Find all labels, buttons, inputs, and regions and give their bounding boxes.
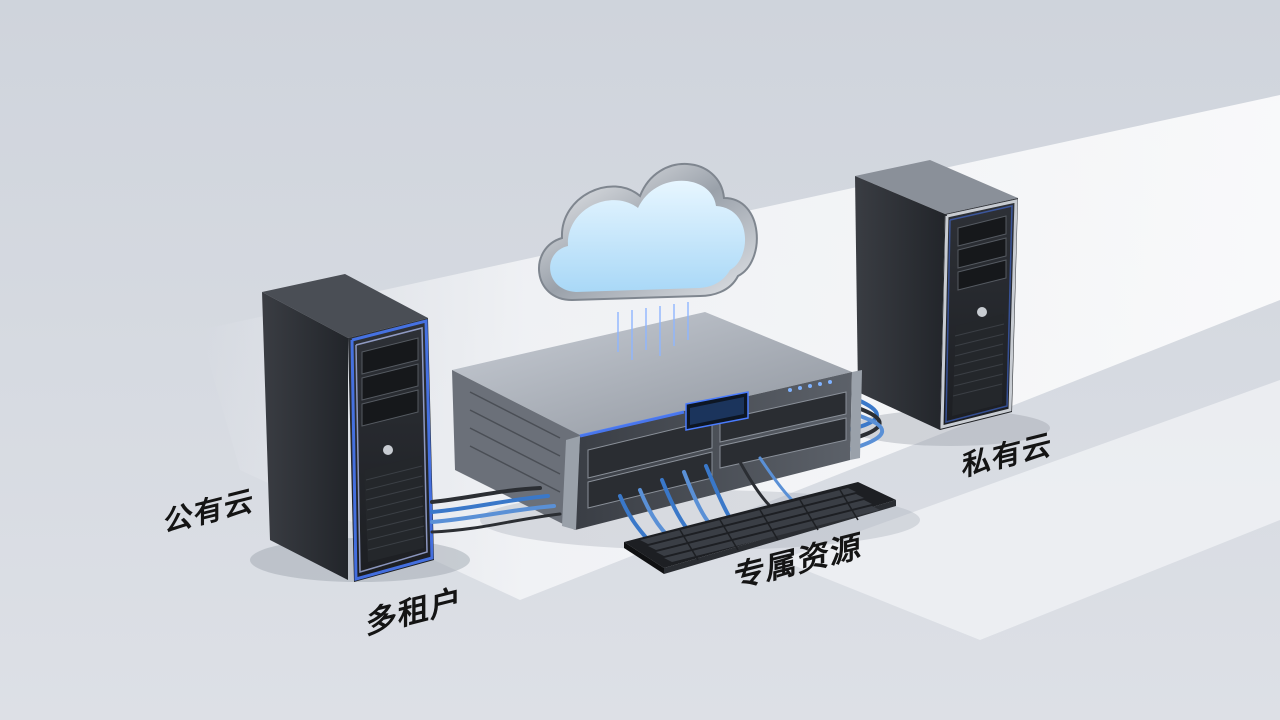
- light-rays: [617, 302, 689, 360]
- right-tower-server-icon: [855, 160, 1018, 430]
- cloud-icon: [538, 162, 758, 302]
- left-tower-server-icon: [262, 274, 434, 582]
- cables-left: [430, 486, 562, 534]
- light-beam-lower: [780, 380, 1280, 640]
- rack-server-icon: [452, 312, 862, 530]
- keyboard-icon: [624, 482, 896, 574]
